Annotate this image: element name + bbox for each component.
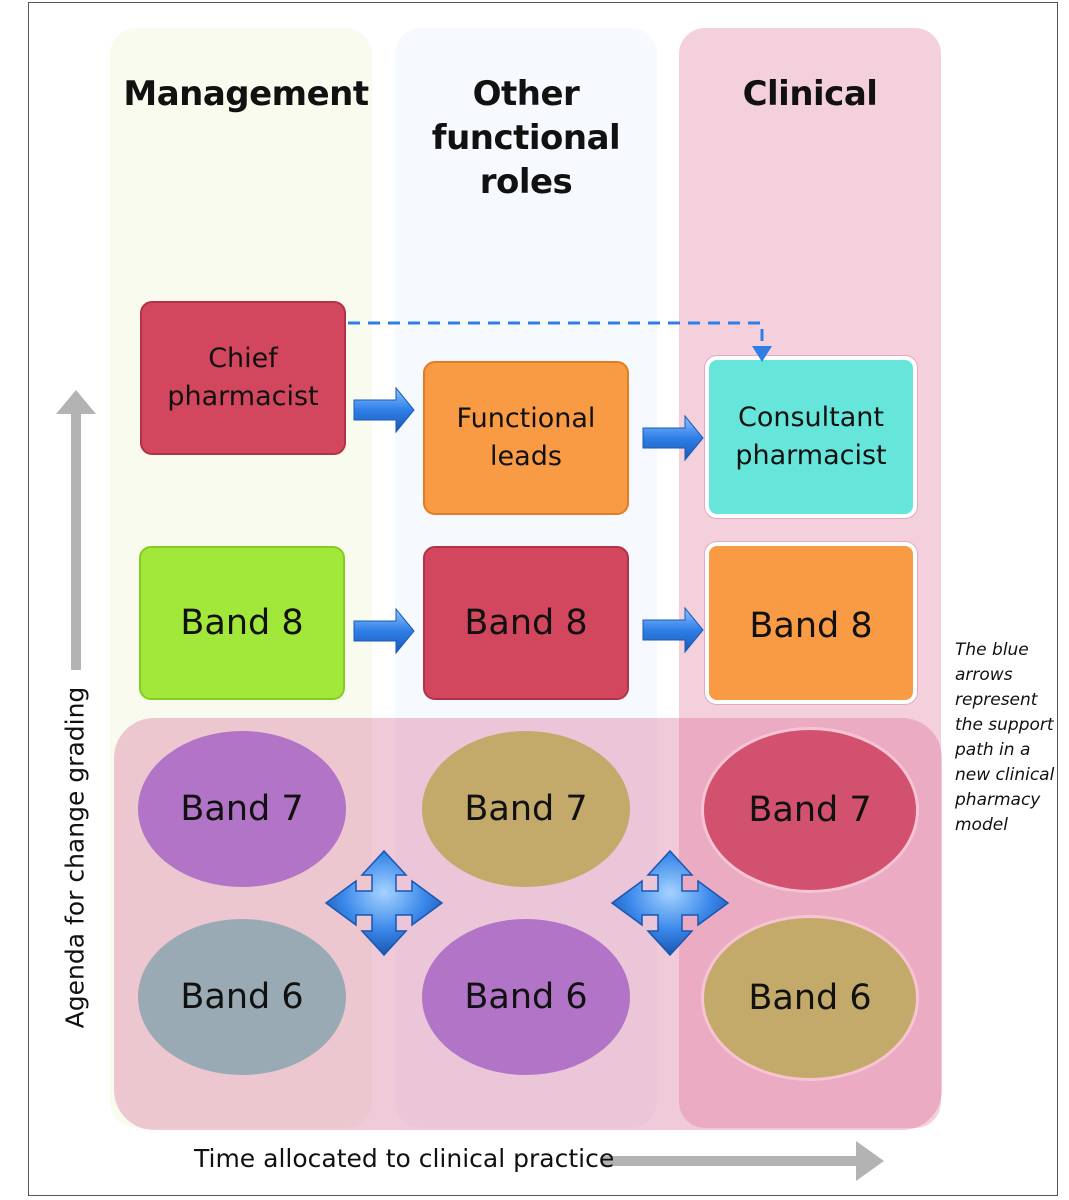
band-8-other-box: Band 8 [423, 546, 629, 700]
band-6-other-ellipse: Band 6 [422, 919, 630, 1075]
management-heading: Management [123, 74, 369, 114]
x-axis-arrow [602, 1141, 884, 1181]
band-7-clinical-ellipse: Band 7 [704, 730, 916, 890]
four-way-arrow-right [610, 849, 730, 957]
arrow-functional-to-consultant [642, 414, 704, 462]
band-8-other-label: Band 8 [464, 603, 588, 643]
dashed-support-connector [348, 321, 772, 362]
functional-leads-label: Functional leads [456, 403, 596, 472]
support-path-note: The blue arrows represent the support pa… [955, 640, 1055, 835]
functional-leads-box: Functional leads [423, 361, 629, 515]
arrow-band8-other-to-clinical [642, 606, 704, 654]
other-roles-heading: Other functional roles [431, 74, 621, 202]
arrow-band8-mgmt-to-other [353, 607, 415, 655]
band-6-management-ellipse: Band 6 [138, 919, 346, 1075]
chief-pharmacist-label: Chief pharmacist [167, 343, 319, 412]
clinical-heading: Clinical [742, 74, 878, 114]
band-7-management-ellipse: Band 7 [138, 731, 346, 887]
y-axis-label: Agenda for change grading [60, 686, 90, 1029]
consultant-pharmacist-box: Consultant pharmacist [705, 356, 917, 518]
x-axis-label: Time allocated to clinical practice [194, 1144, 615, 1173]
arrow-chief-to-functional [353, 386, 415, 434]
band-8-clinical-box: Band 8 [705, 542, 917, 704]
four-way-arrow-left [324, 849, 444, 957]
band-7-other-ellipse: Band 7 [422, 731, 630, 887]
y-axis-arrow [56, 390, 96, 670]
chief-pharmacist-box: Chief pharmacist [140, 301, 346, 455]
band-8-management-box: Band 8 [139, 546, 345, 700]
band-8-management-label: Band 8 [180, 603, 304, 643]
figure-frame [28, 2, 1058, 1196]
band-6-clinical-ellipse: Band 6 [704, 918, 916, 1078]
consultant-pharmacist-label: Consultant pharmacist [735, 402, 887, 471]
band-8-clinical-label: Band 8 [749, 606, 873, 646]
